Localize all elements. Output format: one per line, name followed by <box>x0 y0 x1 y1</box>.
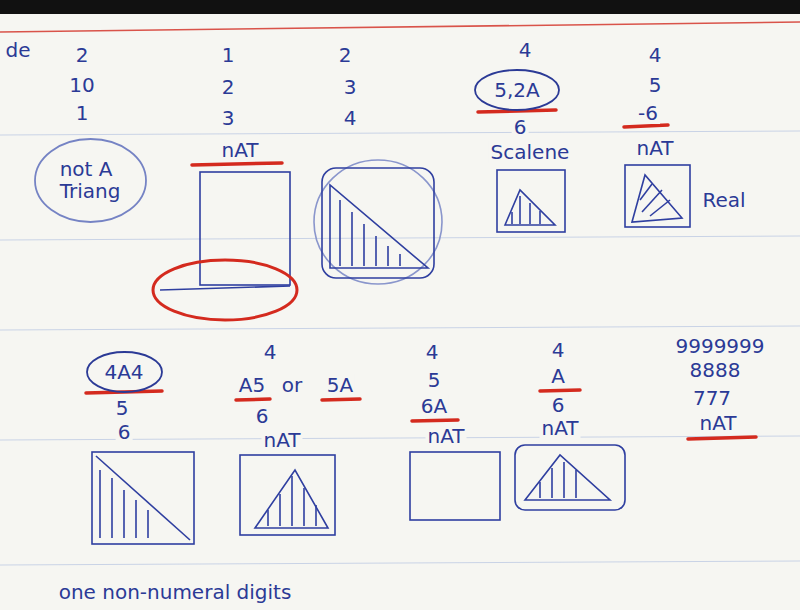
handwritten-note: 4 <box>550 339 567 361</box>
handwritten-note: 5 <box>647 74 664 96</box>
handwritten-note: 1 <box>74 102 91 124</box>
handwritten-note: 777 <box>691 387 733 409</box>
handwritten-note: A <box>549 365 567 387</box>
handwritten-note: 6 <box>254 405 271 427</box>
handwritten-note: 6 <box>116 421 133 443</box>
circled-note: 4A4 <box>85 350 164 394</box>
handwritten-note: 2 <box>220 76 237 98</box>
handwritten-note: 4 <box>424 341 441 363</box>
ruled-lines <box>0 131 800 565</box>
handwritten-note: 4 <box>517 39 534 61</box>
handwritten-note: nAT <box>539 417 580 439</box>
handwritten-note: 9999999 <box>673 335 766 357</box>
handwritten-note: 3 <box>342 76 359 98</box>
handwritten-note: Real <box>700 189 747 211</box>
red-marks <box>86 110 756 439</box>
circled-text: 4A4 <box>104 361 143 383</box>
handwritten-note: 1 <box>220 44 237 66</box>
circled-note: 5,2A <box>473 68 561 112</box>
handwritten-note: 5 <box>426 369 443 391</box>
handwritten-note: 6 <box>550 394 567 416</box>
margin-line <box>0 22 800 32</box>
circled-note: not A Triang <box>33 137 148 224</box>
handwritten-note: 6 <box>512 116 529 138</box>
handwritten-note: nAT <box>261 429 302 451</box>
handwritten-note: 8888 <box>688 359 743 381</box>
handwritten-note: -6 <box>636 102 660 124</box>
handwritten-note: 4 <box>262 341 279 363</box>
handwritten-note: A5 <box>237 374 267 396</box>
handwritten-note: 10 <box>67 74 96 96</box>
circled-text: not A Triang <box>60 158 121 202</box>
handwritten-note: 4 <box>647 44 664 66</box>
sketch-figures <box>92 160 690 544</box>
handwritten-note: 5 <box>114 397 131 419</box>
handwritten-note: nAT <box>697 412 738 434</box>
handwritten-note: nAT <box>425 425 466 447</box>
handwritten-note: 4 <box>342 107 359 129</box>
handwritten-note: 3 <box>220 107 237 129</box>
handwritten-note: or <box>280 374 304 396</box>
handwritten-note: Scalene <box>489 141 572 163</box>
handwritten-note: 2 <box>74 44 91 66</box>
handwritten-note: 6A <box>419 395 449 417</box>
handwritten-note: 2 <box>337 44 354 66</box>
handwritten-note: de <box>4 39 33 61</box>
handwritten-note: nAT <box>634 137 675 159</box>
handwritten-note: nAT <box>219 139 260 161</box>
handwritten-note: 5A <box>325 374 355 396</box>
handwritten-note: one non-numeral digits <box>57 581 294 603</box>
circled-text: 5,2A <box>494 79 540 101</box>
